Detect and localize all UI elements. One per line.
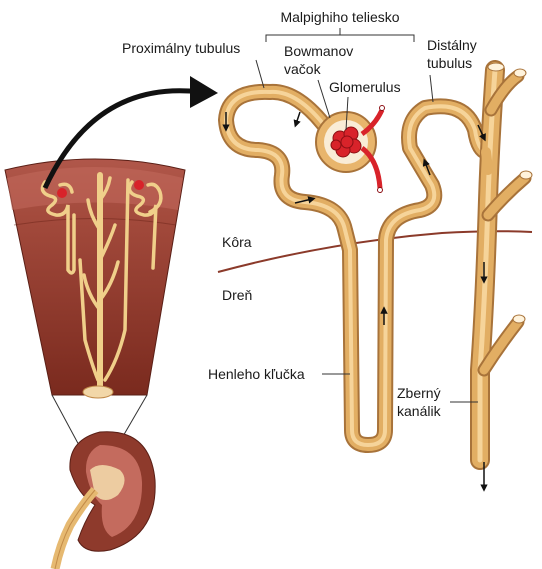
label-cortex: Kôra bbox=[222, 234, 252, 250]
papilla bbox=[82, 385, 114, 399]
label-bowman-line2: vačok bbox=[284, 61, 322, 77]
label-medulla: Dreň bbox=[222, 287, 252, 303]
duct-opening-branch-2 bbox=[519, 170, 533, 180]
efferent-arteriole bbox=[360, 146, 383, 189]
label-distal-line2: tubulus bbox=[427, 55, 472, 71]
renal-corpuscle bbox=[315, 105, 385, 193]
duct-opening-branch-1 bbox=[513, 68, 527, 78]
label-collecting-line2: kanálik bbox=[397, 403, 442, 419]
label-bowman-line1: Bowmanov bbox=[284, 43, 353, 59]
wedge-tubules bbox=[40, 172, 163, 393]
kidney-wedge bbox=[4, 158, 186, 399]
duct-opening-top bbox=[487, 62, 505, 72]
label-collecting-line1: Zberný bbox=[397, 385, 441, 401]
wedge-glomerulus-right bbox=[134, 180, 144, 190]
zoom-arrow bbox=[42, 88, 201, 190]
duct-opening-branch-3 bbox=[512, 314, 526, 324]
leader-lines bbox=[255, 28, 478, 403]
label-distal-line1: Distálny bbox=[427, 37, 477, 53]
label-glomerulus: Glomerulus bbox=[329, 79, 401, 95]
afferent-arteriole bbox=[360, 108, 385, 137]
cortex-medulla-boundary bbox=[217, 230, 533, 273]
flow-arrows bbox=[222, 111, 488, 492]
label-proximal-tubule: Proximálny tubulus bbox=[122, 40, 240, 56]
zoom-arrow-head bbox=[190, 76, 218, 108]
wedge-glomerulus-left bbox=[57, 188, 67, 198]
whole-kidney bbox=[50, 431, 156, 569]
malpighi-bracket bbox=[265, 34, 415, 42]
label-loop-of-henle: Henleho kľučka bbox=[208, 366, 305, 382]
glomerulus bbox=[330, 126, 362, 158]
label-malpighian-corpuscle: Malpighiho teliesko bbox=[280, 9, 399, 25]
